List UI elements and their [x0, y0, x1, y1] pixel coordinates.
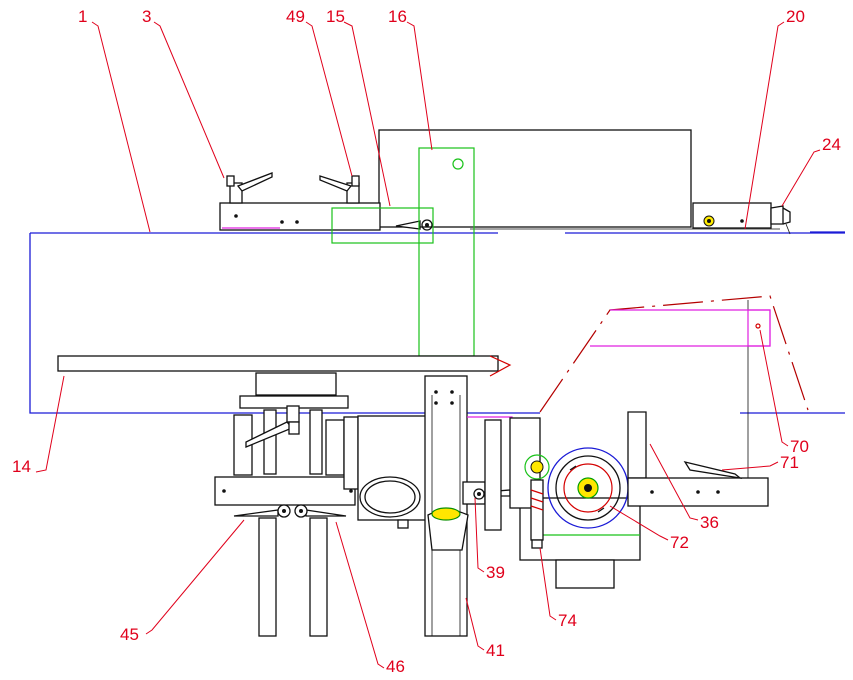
callout-15: 15 — [326, 7, 345, 26]
fence-lever — [395, 220, 421, 230]
callout-72: 72 — [670, 533, 689, 552]
guard-screw-1 — [650, 490, 654, 494]
leader-39 — [474, 497, 485, 573]
callout-49: 49 — [286, 7, 305, 26]
column-screw-4 — [450, 401, 454, 405]
carriage-base — [214, 476, 356, 506]
tensioner-foot — [531, 539, 543, 549]
guard-36-post — [627, 411, 647, 479]
callout-74: 74 — [558, 611, 577, 630]
rear-housing — [378, 129, 692, 228]
leader-71 — [721, 461, 779, 471]
hood-arm-end — [747, 309, 771, 347]
rail-knob-center — [707, 219, 711, 223]
guard-screw-3 — [716, 490, 720, 494]
column-clamp-nut — [431, 507, 461, 521]
callout-41: 41 — [486, 641, 505, 660]
column-side-plate — [484, 419, 502, 531]
clamp-lever-49 — [319, 175, 360, 204]
motor-end-cap-inner — [364, 480, 416, 514]
fence-knob — [421, 219, 433, 231]
callout-45: 45 — [120, 625, 139, 644]
table-arrow-end — [489, 355, 512, 377]
saw-arbor-center — [584, 484, 592, 492]
leader-72 — [609, 505, 669, 541]
clamp-lever-3 — [226, 172, 273, 204]
leader-3 — [153, 21, 225, 179]
callout-14: 14 — [12, 457, 31, 476]
callout-71: 71 — [780, 453, 799, 472]
column-41 — [424, 375, 468, 637]
tensioner-wheel — [524, 454, 550, 480]
hose-fitting-nozzle — [782, 207, 791, 225]
fence-block — [331, 207, 434, 244]
leg-right — [309, 517, 328, 637]
tensioner-spring — [530, 489, 544, 511]
tilt-lever — [245, 405, 300, 448]
base-screw-2 — [349, 489, 353, 493]
column-head — [255, 372, 337, 396]
callout-1: 1 — [78, 7, 87, 26]
tensioner-hub — [530, 460, 544, 474]
callout-24: 24 — [822, 135, 841, 154]
motor-end-cap — [359, 476, 421, 518]
leader-14 — [35, 375, 65, 473]
saw-blade — [555, 455, 621, 521]
guard-screw-2 — [696, 490, 700, 494]
hood-pivot — [755, 323, 761, 329]
phantom-hood — [539, 295, 809, 413]
callout-3: 3 — [142, 7, 151, 26]
leader-16 — [406, 21, 433, 151]
column-screw-2 — [450, 390, 454, 394]
clamp-39-knob — [473, 488, 485, 500]
saw-blade-flange — [563, 463, 613, 513]
lower-table — [57, 355, 499, 372]
leader-36 — [649, 443, 699, 521]
leader-1 — [91, 21, 151, 233]
callout-20: 20 — [786, 7, 805, 26]
post-left — [263, 409, 277, 475]
clamp-39-knob-center — [477, 492, 481, 496]
rail-screw-1 — [234, 214, 238, 218]
post-right-block — [325, 419, 345, 476]
leader-20 — [744, 21, 785, 230]
callout-46: 46 — [386, 657, 405, 675]
leader-45 — [145, 519, 245, 635]
motor-bracket — [343, 416, 359, 490]
callout-39: 39 — [486, 563, 505, 582]
handwheel-45 — [233, 504, 291, 518]
rail-screw-2 — [280, 220, 284, 224]
fence-hole — [452, 158, 464, 170]
callout-70: 70 — [790, 437, 809, 456]
leader-49 — [305, 21, 353, 177]
leader-46 — [335, 521, 385, 669]
leader-15 — [343, 21, 391, 207]
handwheel-46 — [294, 504, 347, 518]
main-table — [29, 231, 845, 414]
front-rail — [219, 202, 381, 231]
rail-screw — [740, 219, 744, 223]
hose-fitting-stem — [785, 223, 791, 235]
post-right — [309, 409, 323, 475]
leader-41 — [465, 597, 485, 651]
motor-foot — [397, 519, 409, 529]
leader-24 — [781, 149, 821, 207]
rail-screw-3 — [295, 220, 299, 224]
blade-slots — [569, 465, 605, 513]
column-screw-1 — [434, 390, 438, 394]
bracket-71 — [683, 460, 743, 480]
hood-arm — [590, 309, 771, 347]
fence-knob-center — [425, 223, 429, 227]
leader-70 — [759, 329, 789, 447]
callout-36: 36 — [700, 513, 719, 532]
hose-fitting — [770, 205, 784, 225]
motor-lower — [555, 559, 615, 589]
leg-left — [258, 517, 277, 637]
callout-16: 16 — [388, 7, 407, 26]
column-screw-3 — [434, 401, 438, 405]
base-screw-1 — [222, 489, 226, 493]
leader-74 — [539, 547, 557, 621]
